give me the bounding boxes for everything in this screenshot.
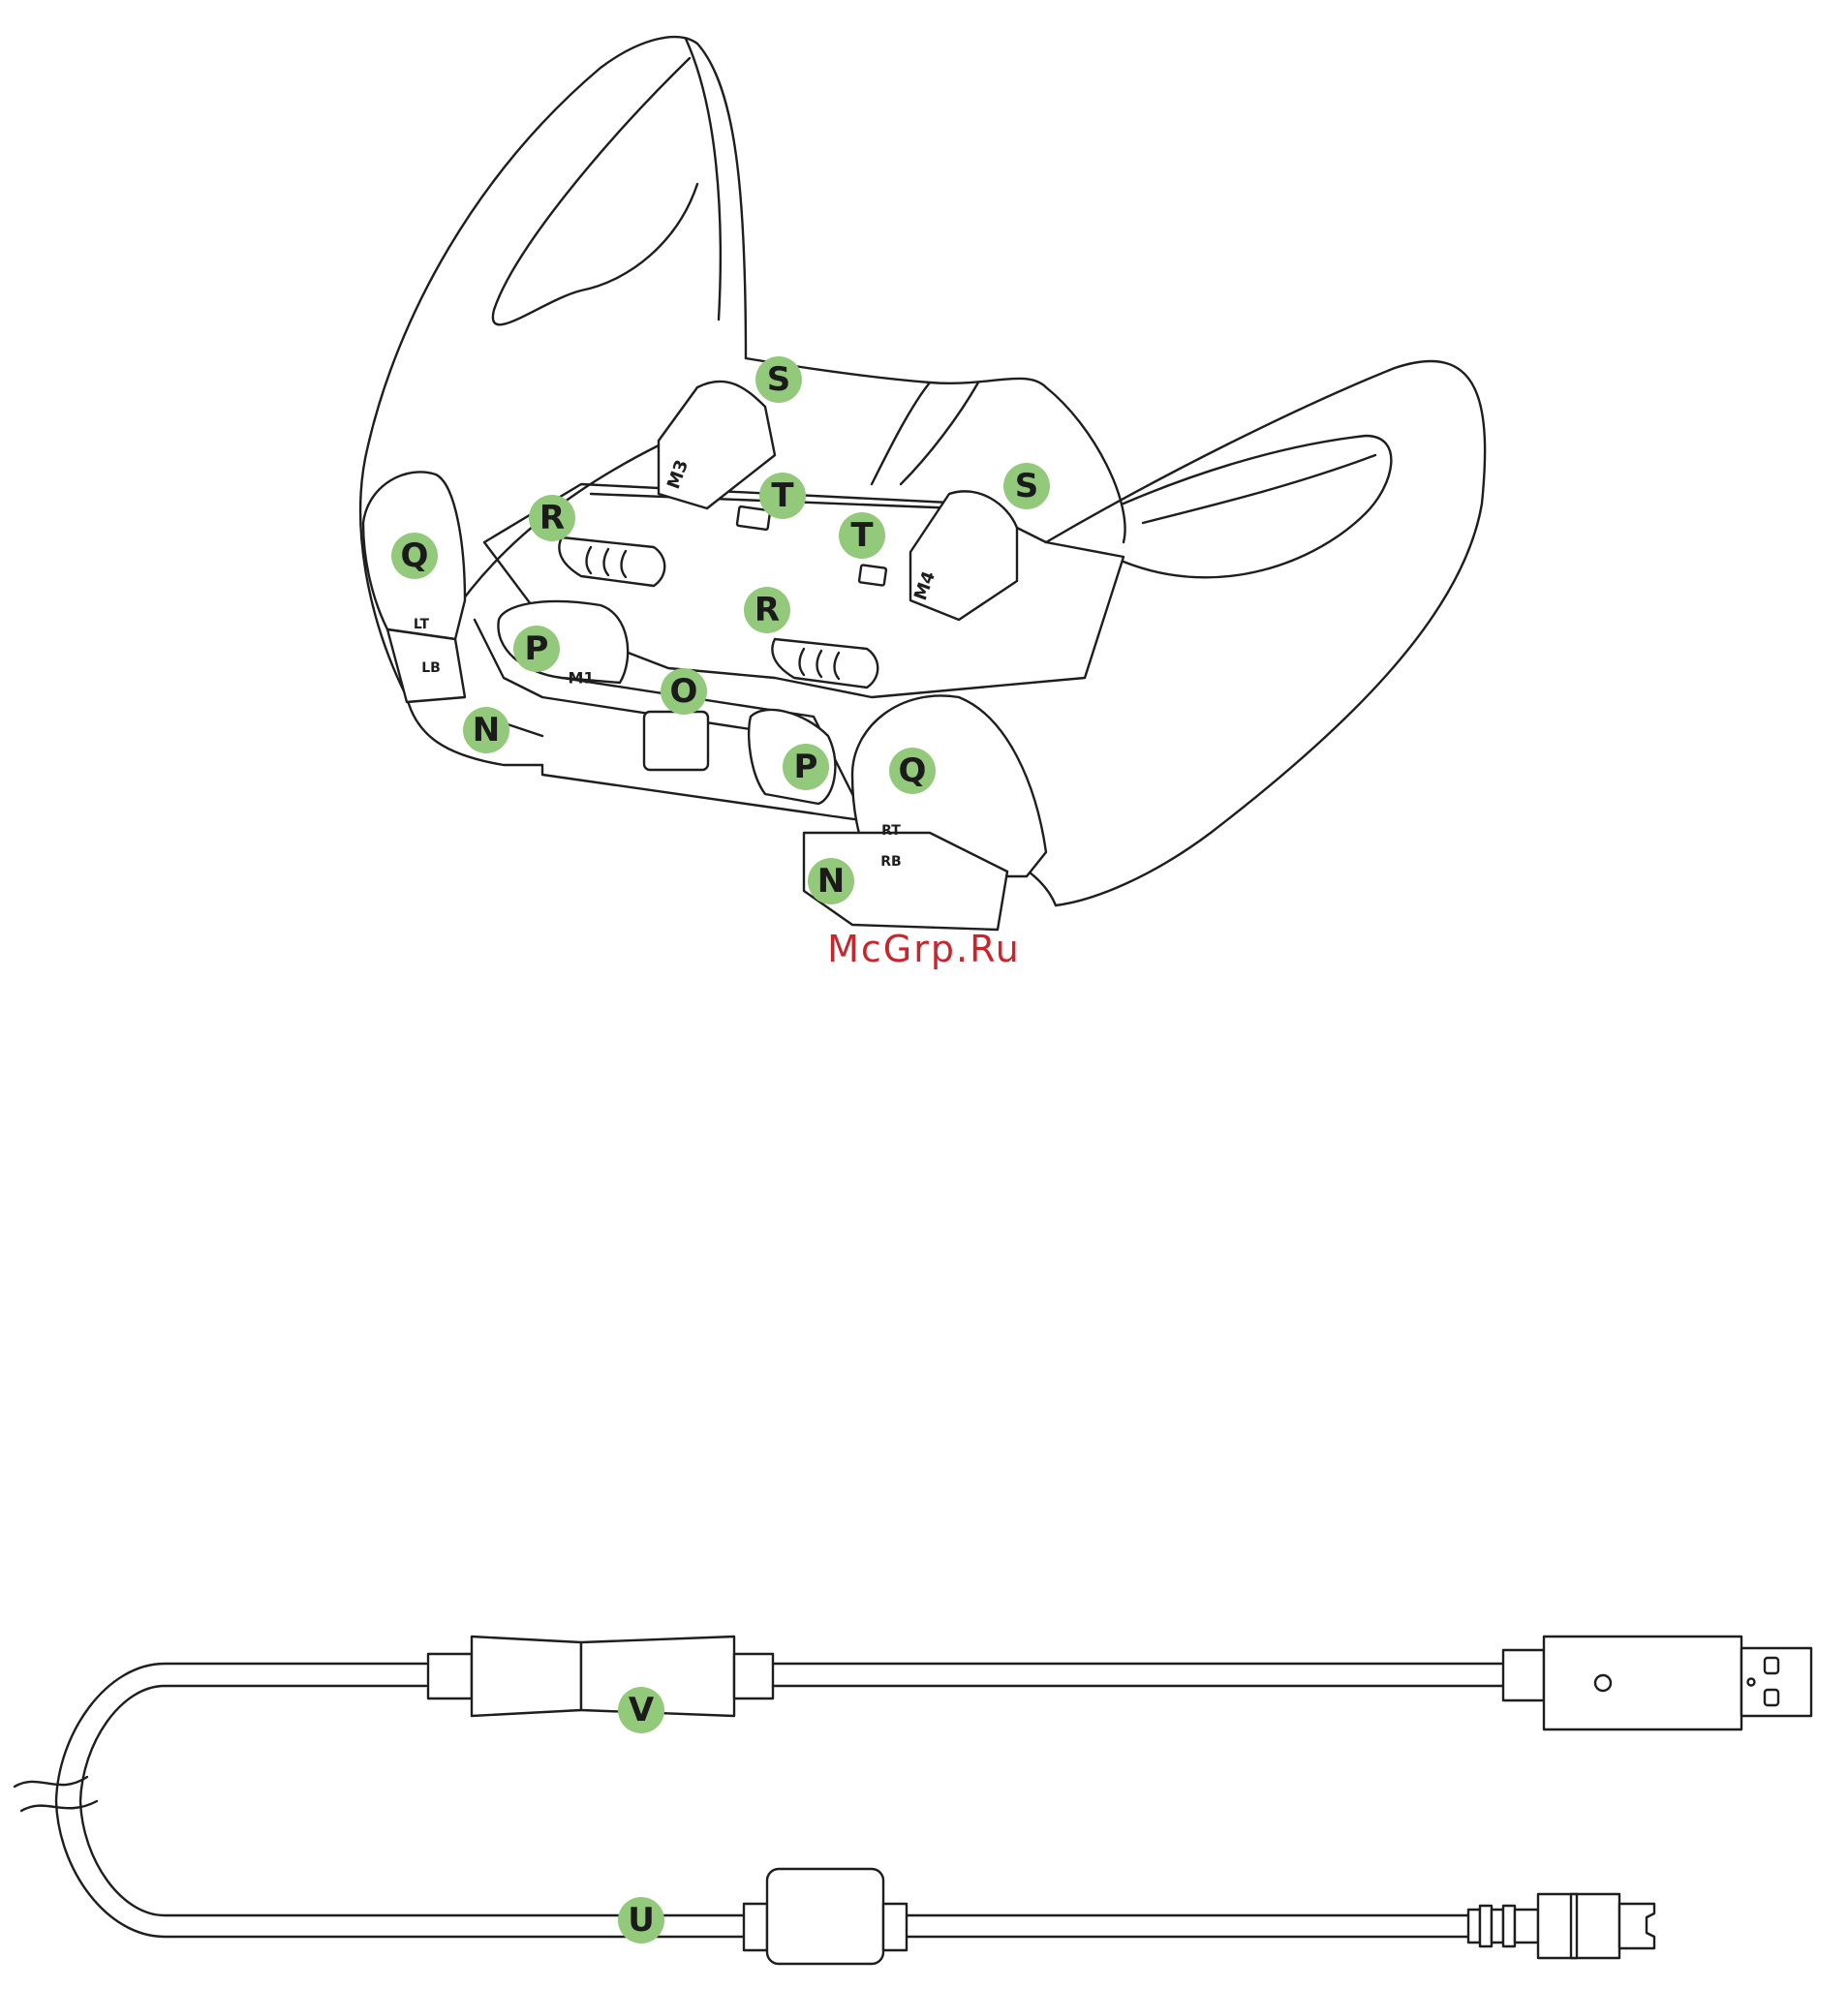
svg-text:V: V	[629, 1691, 655, 1729]
callout-u: U	[618, 1897, 664, 1943]
rb-label: RB	[880, 854, 901, 870]
callout-p-left: P	[513, 626, 560, 672]
callout-s-right: S	[1003, 463, 1050, 509]
svg-text:N: N	[817, 862, 845, 901]
callout-o: O	[661, 668, 707, 715]
svg-text:O: O	[670, 672, 698, 711]
svg-text:P: P	[525, 629, 549, 668]
svg-text:R: R	[539, 499, 565, 537]
callout-t-right: T	[839, 512, 885, 559]
callout-t-left: T	[759, 473, 806, 519]
callout-p-right: P	[783, 744, 829, 790]
cable-diagram: V U	[15, 1637, 1811, 1964]
svg-text:P: P	[794, 748, 818, 786]
m4-paddle: M4	[910, 491, 1017, 620]
m3-paddle: M3	[659, 382, 775, 508]
svg-text:S: S	[1015, 467, 1039, 505]
callout-q-right: Q	[889, 748, 936, 794]
left-trigger-stop	[559, 537, 664, 586]
ferrite-bead	[744, 1869, 907, 1964]
usb-a-connector	[1503, 1637, 1811, 1729]
callout-q-left: Q	[391, 533, 438, 579]
watermark-text: McGrp.Ru	[0, 928, 1848, 970]
svg-text:U: U	[628, 1901, 655, 1940]
svg-text:N: N	[473, 711, 500, 750]
callout-r-right: R	[744, 587, 790, 633]
svg-text:R: R	[755, 591, 780, 629]
m1-label: M1	[568, 669, 594, 688]
callout-n-right: N	[808, 858, 854, 904]
svg-text:S: S	[767, 360, 791, 399]
lb-label: LB	[421, 660, 441, 676]
callout-s-left: S	[755, 356, 802, 403]
center-button	[644, 712, 708, 770]
micro-usb-connector	[1468, 1894, 1654, 1958]
inline-connector	[428, 1637, 773, 1716]
left-trigger-group: LT LB	[363, 472, 465, 702]
lt-label: LT	[414, 617, 430, 632]
svg-text:T: T	[771, 476, 794, 515]
callout-r-left: R	[529, 495, 575, 541]
callout-n-left: N	[463, 707, 509, 753]
svg-text:Q: Q	[899, 751, 927, 790]
svg-text:T: T	[850, 516, 874, 555]
svg-text:Q: Q	[401, 536, 429, 575]
right-lock-switch	[859, 565, 886, 585]
rt-label: RT	[881, 823, 901, 839]
callout-v: V	[618, 1687, 664, 1733]
